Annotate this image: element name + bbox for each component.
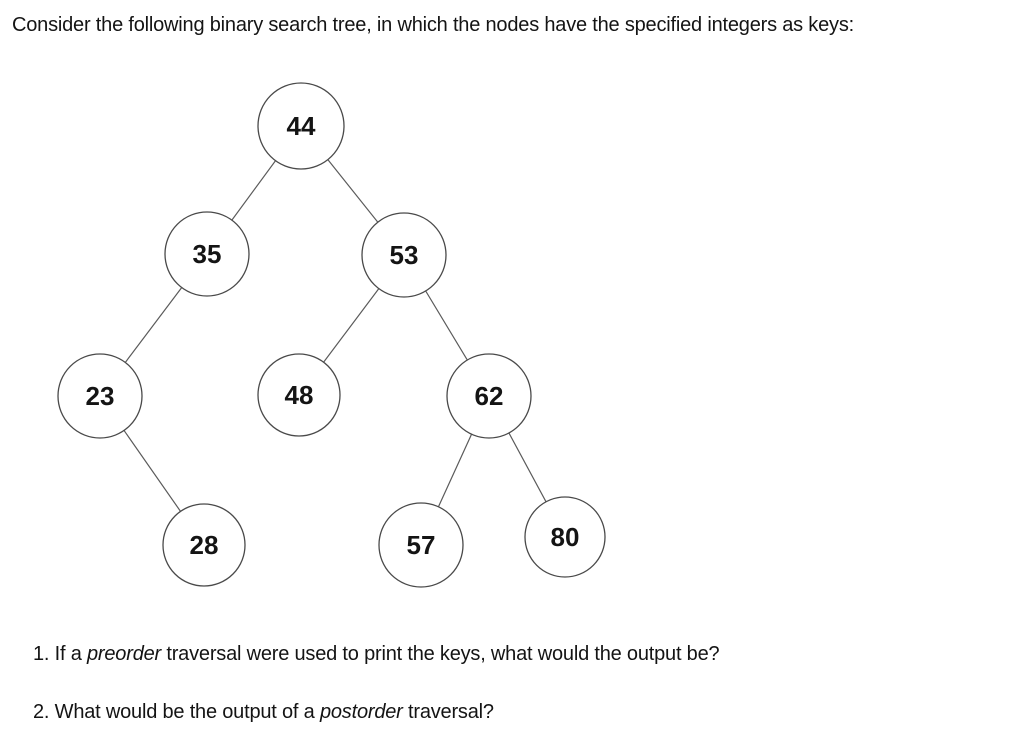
tree-node-44: 44 bbox=[257, 82, 345, 170]
tree-node-48: 48 bbox=[257, 353, 341, 437]
question-text-segment: 2. What would be the output of a bbox=[33, 701, 320, 723]
tree-node-label: 35 bbox=[193, 239, 222, 269]
tree-node-circle bbox=[57, 353, 143, 439]
tree-node-circle bbox=[524, 496, 606, 578]
question-text-segment: 1. If a bbox=[33, 643, 87, 665]
tree-node-80: 80 bbox=[524, 496, 606, 578]
question-term-italic: postorder bbox=[319, 701, 403, 723]
tree-node-label: 53 bbox=[390, 240, 419, 270]
tree-node-label: 62 bbox=[475, 381, 504, 411]
tree-node-label: 48 bbox=[285, 380, 314, 410]
question-1: 1. If a preorder traversal were used to … bbox=[33, 642, 720, 666]
tree-node-35: 35 bbox=[164, 211, 250, 297]
tree-node-57: 57 bbox=[378, 502, 464, 588]
question-text-segment: traversal were used to print the keys, w… bbox=[161, 643, 720, 665]
question-term-italic: preorder bbox=[87, 643, 161, 665]
tree-node-28: 28 bbox=[162, 503, 246, 587]
tree-node-circle bbox=[361, 212, 447, 298]
question-text-segment: traversal? bbox=[402, 701, 494, 723]
tree-node-label: 28 bbox=[190, 530, 219, 560]
tree-node-53: 53 bbox=[361, 212, 447, 298]
question-2: 2. What would be the output of a postord… bbox=[33, 700, 494, 724]
tree-node-circle bbox=[164, 211, 250, 297]
tree-node-circle bbox=[162, 503, 246, 587]
tree-node-label: 23 bbox=[86, 381, 115, 411]
tree-node-23: 23 bbox=[57, 353, 143, 439]
tree-node-label: 44 bbox=[287, 111, 316, 141]
intro-text: Consider the following binary search tre… bbox=[12, 14, 854, 36]
tree-node-62: 62 bbox=[446, 353, 532, 439]
tree-node-label: 80 bbox=[551, 522, 580, 552]
tree-node-label: 57 bbox=[407, 530, 436, 560]
tree-node-circle bbox=[446, 353, 532, 439]
tree-node-circle bbox=[378, 502, 464, 588]
tree-node-circle bbox=[257, 353, 341, 437]
tree-node-circle bbox=[257, 82, 345, 170]
